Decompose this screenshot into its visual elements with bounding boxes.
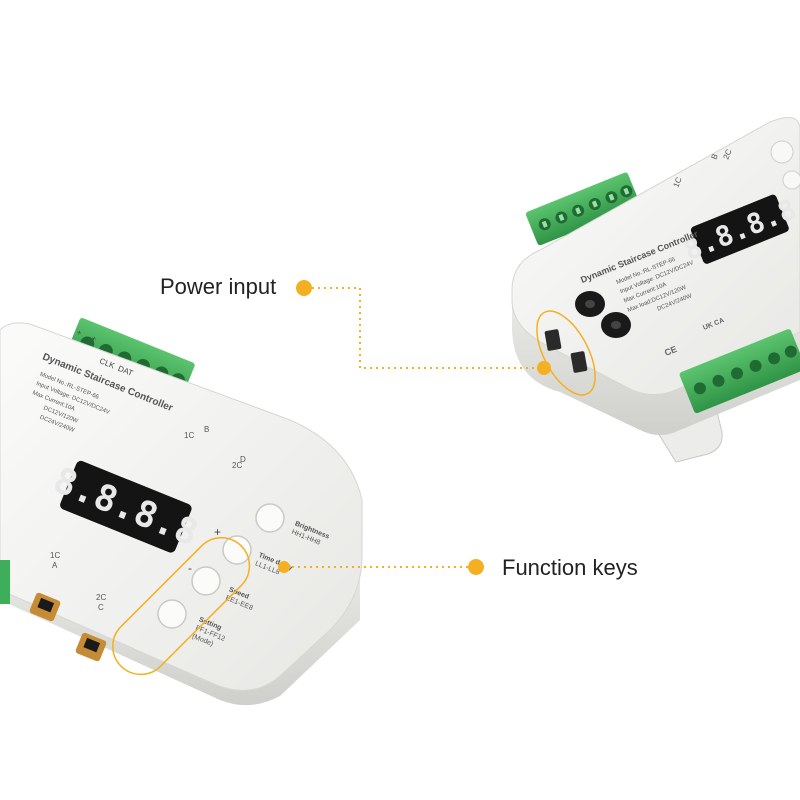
setting-key[interactable] bbox=[157, 599, 187, 629]
function-keys-target-dot bbox=[278, 561, 290, 573]
port-sub-c: C bbox=[98, 603, 104, 612]
power-input-target-dot bbox=[537, 361, 551, 375]
function-keys-callout-label: Function keys bbox=[502, 555, 638, 580]
port-sub-a: A bbox=[52, 561, 58, 570]
key-sign-minus: - bbox=[188, 561, 192, 575]
power-input-dot bbox=[296, 280, 312, 296]
device-left-side-2c: 2C bbox=[232, 461, 242, 470]
device-left-side-b: B bbox=[204, 425, 209, 434]
port-label-1c: 1C bbox=[50, 551, 60, 560]
device-right-button-2 bbox=[782, 170, 800, 190]
device-left-side-1c: 1C bbox=[184, 431, 194, 440]
ce-mark: CE bbox=[663, 344, 678, 358]
power-input-callout-label: Power input bbox=[160, 274, 277, 299]
function-keys-highlight bbox=[112, 537, 251, 676]
terminal-block-top-right bbox=[525, 172, 640, 246]
port-1c bbox=[29, 592, 61, 622]
power-input-port-2 bbox=[570, 351, 588, 373]
leader-lines bbox=[292, 287, 542, 568]
key-sign-plus: + bbox=[214, 525, 221, 539]
power-input-port-1 bbox=[544, 329, 562, 351]
port-label-2c: 2C bbox=[96, 593, 106, 602]
port-2c bbox=[75, 632, 107, 662]
terminal-block-bottom-right bbox=[679, 329, 800, 414]
device-right-side-1c: 1C bbox=[672, 176, 684, 189]
speed-key[interactable] bbox=[191, 566, 221, 596]
terminal-label-plus-1: + bbox=[75, 328, 83, 338]
time-delay-key[interactable] bbox=[222, 535, 252, 565]
controller-device-right: 8.8.8.8 Dynamic Staircase Controller Mod… bbox=[511, 117, 800, 463]
device-left-side-d: D bbox=[240, 455, 246, 464]
function-keys-dot bbox=[468, 559, 484, 575]
device-right-button bbox=[770, 140, 794, 164]
terminal-label-plus-2: + bbox=[90, 334, 98, 344]
brightness-key[interactable] bbox=[255, 503, 285, 533]
controller-device-left: Dynamic Staircase Controller Model No.:R… bbox=[0, 318, 363, 706]
device-right-side-2c: 2C bbox=[722, 148, 734, 161]
device-right-side-b: B bbox=[710, 152, 720, 160]
function-keys-group bbox=[157, 503, 285, 629]
